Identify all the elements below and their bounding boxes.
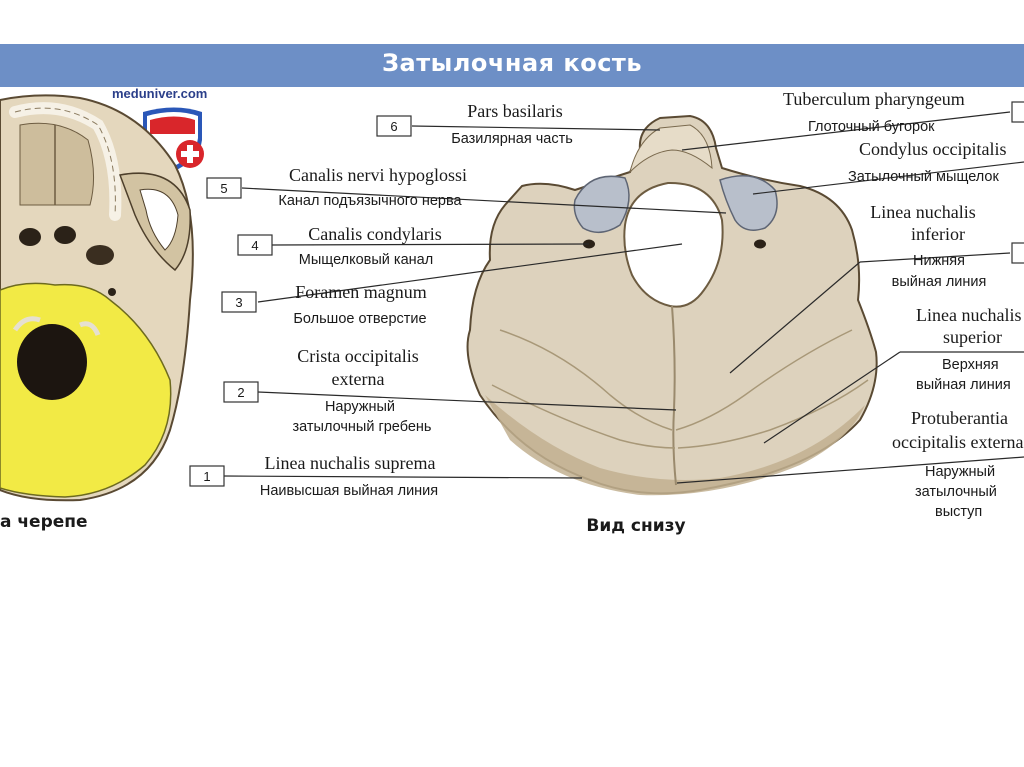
russian-label-line-2: затылочный гребень [293,419,432,435]
latin-label: Condylus occipitalis [859,139,1007,159]
leader-lines [223,111,1024,484]
russian-label-line-2: выйная линия [892,274,987,290]
number-box-1 [189,465,225,487]
russian-label-line-1: Нижняя [913,253,965,269]
label-protuberantia-occipitalis-externa: Protuberantia occipitalis externa Наружн… [892,408,1023,520]
label-tuberculum-pharyngeum: Tuberculum pharyngeum Глоточный бугорок [783,89,965,135]
latin-label: Foramen magnum [295,282,426,302]
latin-label-line-1: Linea nuchalis [870,202,975,222]
latin-label-line-1: Linea nuchalis [916,305,1021,325]
label-linea-nuchalis-inferior: Linea nuchalis inferior Нижняя выйная ли… [870,202,986,290]
russian-label-line-2: затылочный [915,484,997,500]
russian-label-line-1: Верхняя [942,357,999,373]
number-3: 3 [235,295,242,310]
number-box-3 [221,291,257,313]
latin-label: Tuberculum pharyngeum [783,89,965,109]
number-2: 2 [237,385,244,400]
number-box-6 [376,115,412,137]
skull-inferior-view-image [0,94,194,502]
latin-label-line-2: occipitalis externa [892,432,1023,452]
number-6: 6 [390,119,397,134]
russian-label-line-2: выйная линия [916,377,1011,393]
latin-label: Linea nuchalis suprema [265,453,436,473]
label-canalis-nervi-hypoglossi: Canalis nervi hypoglossi Канал подъязычн… [278,165,467,209]
russian-label: Затылочный мыщелок [848,169,999,185]
label-linea-nuchalis-superior: Linea nuchalis superior Верхняя выйная л… [916,305,1021,393]
caption-skull-view: а черепе [0,512,88,532]
number-4: 4 [251,238,258,253]
label-condylus-occipitalis: Condylus occipitalis Затылочный мыщелок [848,139,1007,185]
russian-label: Глоточный бугорок [808,119,935,135]
latin-label-line-2: superior [943,327,1002,347]
label-foramen-magnum: Foramen magnum Большое отверстие [293,282,426,327]
latin-label-line-2: externa [332,369,385,389]
title-banner [0,44,1024,87]
latin-label-line-1: Protuberantia [911,408,1008,428]
russian-label: Наивысшая выйная линия [260,483,438,499]
russian-label-line-3: выступ [935,504,982,520]
number-box-right-middle [1011,242,1024,264]
page-title: Затылочная кость [381,49,643,77]
russian-label: Большое отверстие [293,311,426,327]
russian-label-line-1: Наружный [325,399,395,415]
occipital-bone-view-from-below-image [466,114,878,496]
label-linea-nuchalis-suprema: Linea nuchalis suprema Наивысшая выйная … [260,453,438,499]
number-box-4 [237,234,273,256]
caption-view-from-below: Вид снизу [586,516,685,536]
number-box-right-top [1011,101,1024,123]
russian-label: Базилярная часть [451,131,573,147]
latin-label: Canalis condylaris [308,224,441,244]
latin-label: Canalis nervi hypoglossi [289,165,467,185]
latin-label-line-1: Crista occipitalis [297,346,418,366]
russian-label-line-1: Наружный [925,464,995,480]
latin-label-line-2: inferior [911,224,965,244]
label-canalis-condylaris: Canalis condylaris Мыщелковый канал [299,224,442,268]
label-crista-occipitalis-externa: Crista occipitalis externa Наружный заты… [293,346,432,435]
latin-label: Pars basilaris [467,101,562,121]
number-5: 5 [220,181,227,196]
number-box-5 [206,177,242,199]
number-1: 1 [203,469,210,484]
number-box-2 [223,381,259,403]
russian-label: Мыщелковый канал [299,252,433,268]
russian-label: Канал подъязычного нерва [278,193,462,209]
site-watermark: meduniver.com [112,86,208,101]
label-pars-basilaris: Pars basilaris Базилярная часть [451,101,573,147]
